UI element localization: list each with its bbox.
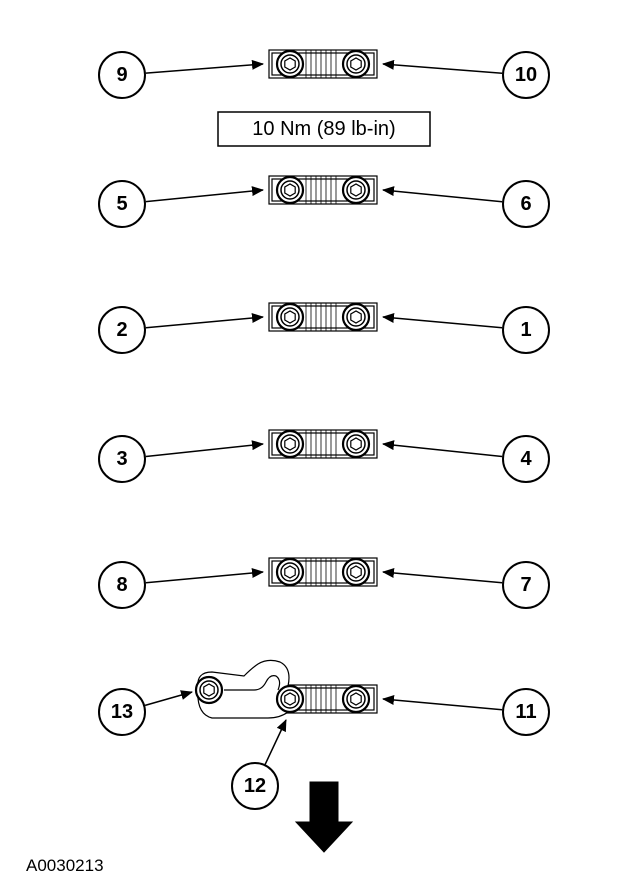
bearing-cap-with-bracket <box>194 659 378 719</box>
front-direction-arrow <box>294 781 354 853</box>
bolt-left-icon <box>275 175 305 205</box>
bolt-right-icon <box>341 557 371 587</box>
callout-number: 11 <box>515 701 536 723</box>
leader-arrow-4 <box>382 440 503 458</box>
bolt-left-icon <box>275 49 305 79</box>
bolt-left-icon <box>275 684 305 714</box>
leader-arrow-3 <box>145 440 264 458</box>
bolt-left-icon <box>275 302 305 332</box>
leader-arrow-6 <box>382 186 503 203</box>
leader-arrow-13 <box>144 690 193 707</box>
leader-arrow-11 <box>382 695 503 711</box>
callout-5: 5 <box>98 180 146 228</box>
leader-arrow-9 <box>145 59 264 74</box>
bolt-right-icon <box>341 302 371 332</box>
callout-number: 7 <box>520 574 531 596</box>
callout-number: 12 <box>244 775 266 797</box>
bearing-cap-5 <box>268 557 378 587</box>
callout-number: 2 <box>116 319 127 341</box>
torque-spec-text: 10 Nm (89 lb-in) <box>252 118 395 140</box>
callout-1: 1 <box>502 306 550 354</box>
callout-9: 9 <box>98 51 146 99</box>
callout-10: 10 <box>502 51 550 99</box>
callout-3: 3 <box>98 435 146 483</box>
bolt-left-icon <box>275 557 305 587</box>
callout-7: 7 <box>502 561 550 609</box>
leader-arrow-5 <box>145 186 264 203</box>
callout-number: 3 <box>116 448 127 470</box>
bearing-cap-3 <box>268 302 378 332</box>
callout-number: 8 <box>116 574 127 596</box>
bolt-right-icon <box>341 49 371 79</box>
leader-arrow-1 <box>382 313 503 329</box>
callout-number: 9 <box>116 64 127 86</box>
callout-13: 13 <box>98 688 146 736</box>
callout-number: 10 <box>515 64 537 86</box>
bolt-right-icon <box>341 684 371 714</box>
torque-spec-label: 10 Nm (89 lb-in) <box>217 111 431 147</box>
callout-2: 2 <box>98 306 146 354</box>
bearing-cap-1 <box>268 49 378 79</box>
callout-12: 12 <box>231 762 279 810</box>
bearing-cap-2 <box>268 175 378 205</box>
leader-arrow-2 <box>145 313 264 329</box>
bolt-right-icon <box>341 175 371 205</box>
callout-11: 11 <box>502 688 550 736</box>
callout-number: 1 <box>520 319 531 341</box>
callout-number: 13 <box>111 701 133 723</box>
bracket-bolt-icon <box>194 675 224 705</box>
leader-arrow-12 <box>264 719 287 765</box>
callout-number: 4 <box>520 448 532 470</box>
figure-id: A0030213 <box>26 856 104 875</box>
callout-6: 6 <box>502 180 550 228</box>
leader-arrow-7 <box>382 568 503 584</box>
bolt-left-icon <box>275 429 305 459</box>
leader-arrow-10 <box>382 59 503 74</box>
leader-arrow-8 <box>145 568 264 584</box>
callout-number: 6 <box>520 193 531 215</box>
callout-4: 4 <box>502 435 550 483</box>
callout-8: 8 <box>98 561 146 609</box>
bolt-right-icon <box>341 429 371 459</box>
bearing-cap-4 <box>268 429 378 459</box>
callout-number: 5 <box>116 193 127 215</box>
